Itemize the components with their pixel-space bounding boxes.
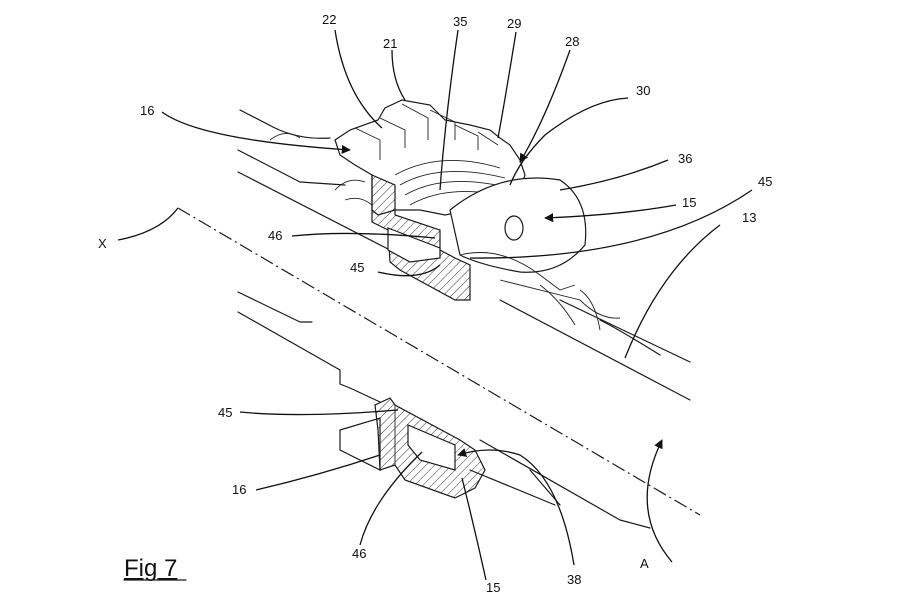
label-45-bottom: 45 [218,405,232,420]
rotation-arrow-a [646,439,673,563]
label-21: 21 [383,36,397,51]
label-45-top-right: 45 [758,174,772,189]
label-30: 30 [636,83,650,98]
label-15-bottom: 15 [486,580,500,595]
label-16-top: 16 [140,103,154,118]
figure-caption: Fig 7 [124,555,177,582]
label-a: A [640,556,649,571]
label-29: 29 [507,16,521,31]
leader-lines [161,29,753,581]
reference-labels: 22 21 35 29 28 30 16 36 45 15 13 X 46 45… [98,12,772,595]
label-35: 35 [453,14,467,29]
label-15-top: 15 [682,195,696,210]
center-axis [177,207,701,516]
label-46-top: 46 [268,228,282,243]
label-22: 22 [322,12,336,27]
label-13: 13 [742,210,756,225]
label-16-bottom: 16 [232,482,246,497]
label-28: 28 [565,34,579,49]
shaft-upper [237,109,691,401]
label-x: X [98,236,107,251]
label-46-bottom: 46 [352,546,366,561]
ring-46-upper [387,227,441,263]
label-45-mid: 45 [350,260,364,275]
rotor-disc [449,177,621,331]
label-36: 36 [678,151,692,166]
axis-x-leader [117,207,179,241]
label-38: 38 [567,572,581,587]
